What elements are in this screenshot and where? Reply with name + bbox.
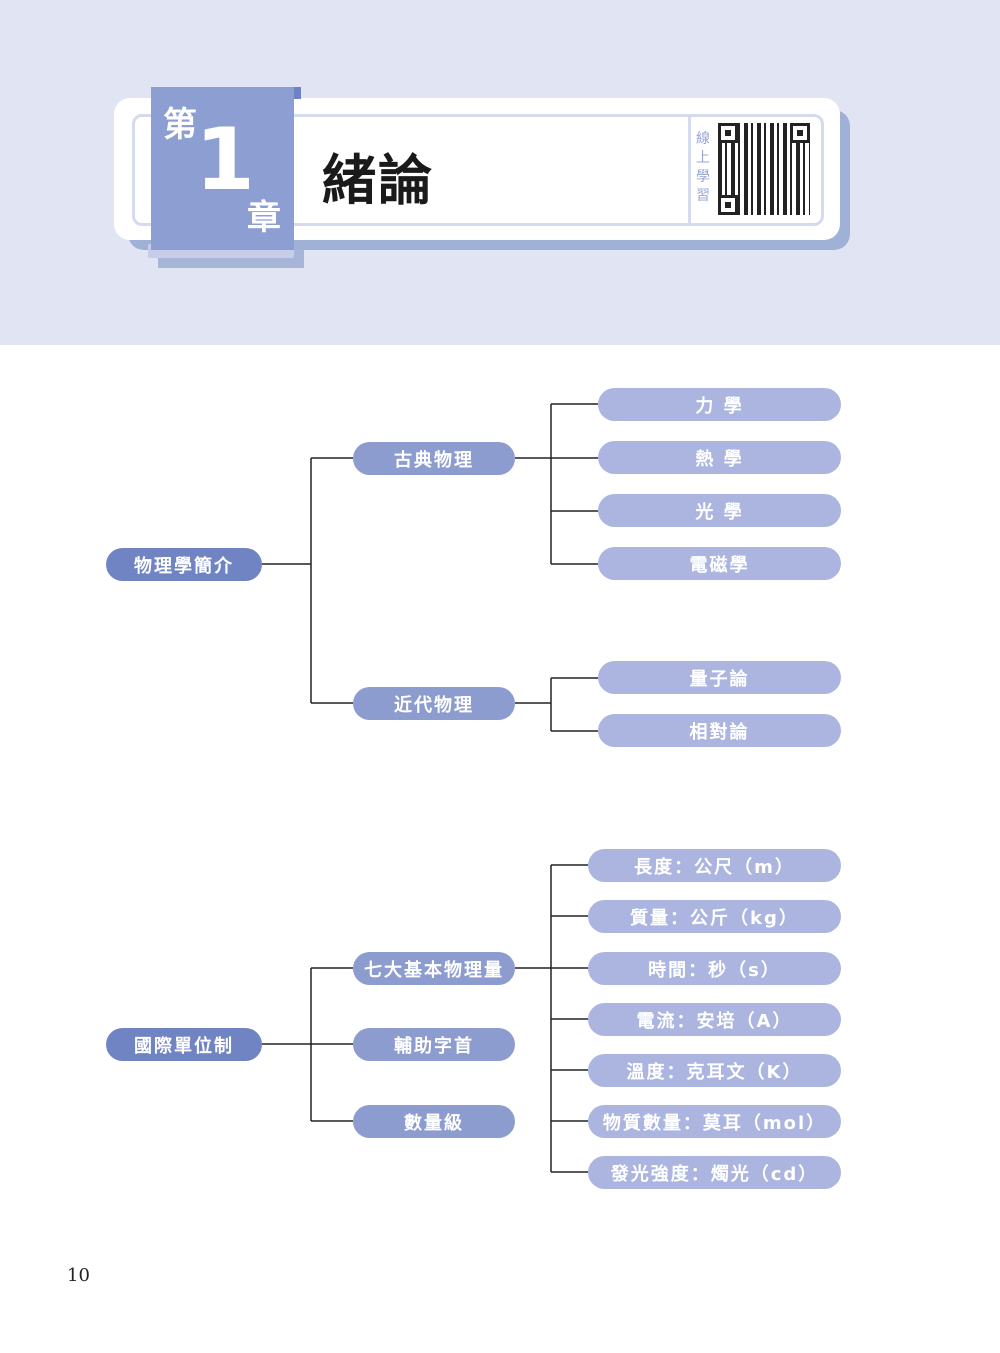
chapter-badge: 第 1 章 xyxy=(151,87,294,250)
node-leaf: 光 學 xyxy=(598,494,841,527)
node-quantity: 長度：公尺（m） xyxy=(588,849,841,882)
node-quantity: 時間：秒（s） xyxy=(588,952,841,985)
book-edge xyxy=(294,87,301,99)
qr-code-icon[interactable] xyxy=(718,123,810,215)
node-si-units: 國際單位制 xyxy=(106,1028,262,1061)
node-quantity: 電流：安培（A） xyxy=(588,1003,841,1036)
node-quantity: 溫度：克耳文（K） xyxy=(588,1054,841,1087)
node-quantity: 發光強度：燭光（cd） xyxy=(588,1156,841,1189)
node-branch: 輔助字首 xyxy=(353,1028,515,1061)
header-card-border xyxy=(132,114,824,226)
node-branch: 數量級 xyxy=(353,1105,515,1138)
divider xyxy=(688,117,691,223)
chapter-number: 1 xyxy=(195,110,255,210)
chapter-prefix: 第 xyxy=(163,105,197,145)
page-number: 10 xyxy=(67,1265,90,1286)
qr-label: 線上學習 xyxy=(696,131,710,204)
node-physics-intro: 物理學簡介 xyxy=(106,548,262,581)
node-classical-physics: 古典物理 xyxy=(353,442,515,475)
node-leaf: 力 學 xyxy=(598,388,841,421)
node-leaf: 相對論 xyxy=(598,714,841,747)
node-quantity: 質量：公斤（kg） xyxy=(588,900,841,933)
node-leaf: 熱 學 xyxy=(598,441,841,474)
chapter-suffix: 章 xyxy=(247,198,281,238)
node-leaf: 電磁學 xyxy=(598,547,841,580)
node-modern-physics: 近代物理 xyxy=(353,687,515,720)
chapter-title: 緒論 xyxy=(322,149,434,212)
node-branch: 七大基本物理量 xyxy=(353,952,515,985)
node-leaf: 量子論 xyxy=(598,661,841,694)
node-quantity: 物質數量：莫耳（mol） xyxy=(588,1105,841,1138)
